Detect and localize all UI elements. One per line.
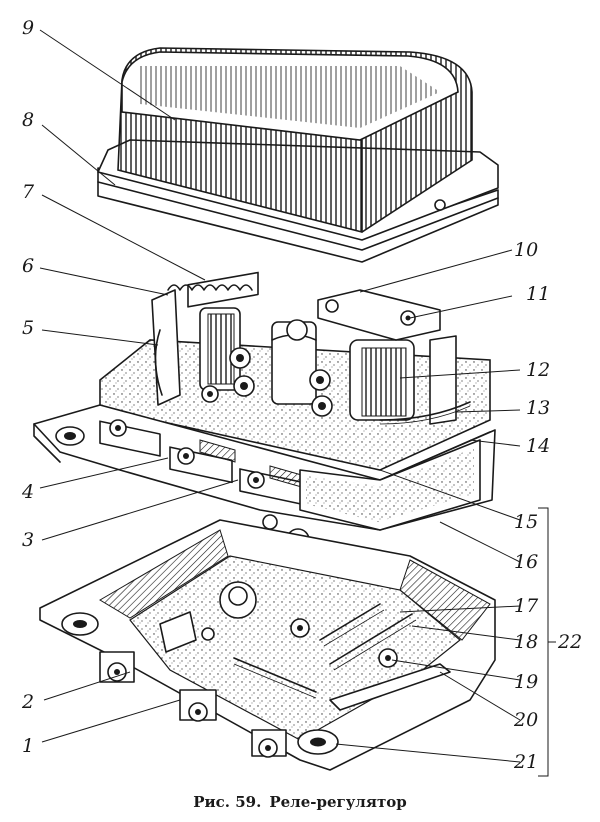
callout-22: 22 — [557, 631, 582, 653]
figure-label: Рис. 59. — [193, 793, 262, 811]
callout-14: 14 — [526, 435, 550, 457]
callout-4: 4 — [21, 481, 34, 503]
callout-8: 8 — [22, 109, 34, 131]
callout-17: 17 — [514, 595, 539, 617]
figure-caption: Рис. 59. Реле-регулятор — [0, 793, 600, 811]
callout-12: 12 — [526, 359, 550, 381]
relay-coil-2 — [271, 319, 317, 405]
callout-labels: 1 2 3 4 5 6 7 8 9 10 11 12 13 14 15 16 1… — [21, 17, 582, 773]
callout-1: 1 — [22, 735, 34, 757]
callout-21: 21 — [513, 751, 538, 773]
relay-coil-1 — [187, 271, 259, 391]
callout-3: 3 — [22, 529, 34, 551]
leader-lines — [39, 29, 556, 777]
terminal-strip — [99, 419, 306, 506]
base-housing — [39, 519, 496, 771]
base-terminals — [99, 651, 287, 758]
resistor-rod-2 — [329, 613, 413, 665]
callout-18: 18 — [514, 631, 538, 653]
group-bracket — [538, 507, 549, 777]
callout-11: 11 — [526, 283, 550, 305]
callout-9: 9 — [22, 17, 34, 39]
callout-6: 6 — [22, 255, 34, 277]
adjusting-arc — [379, 401, 471, 421]
callout-10: 10 — [514, 239, 538, 261]
resistor-rod-1 — [319, 603, 381, 641]
cover-assembly — [97, 47, 499, 263]
figure-title: Реле-регулятор — [269, 793, 407, 811]
relay-coil-3 — [317, 289, 457, 425]
callout-7: 7 — [22, 181, 35, 203]
callout-2: 2 — [21, 691, 34, 713]
callout-19: 19 — [514, 671, 538, 693]
armature — [317, 289, 441, 341]
resistor-rod-3 — [233, 657, 317, 693]
relay-mechanism — [33, 271, 496, 552]
callout-16: 16 — [514, 551, 538, 573]
callout-20: 20 — [513, 709, 538, 731]
callout-13: 13 — [526, 397, 550, 419]
callout-5: 5 — [22, 317, 34, 339]
spring — [167, 284, 253, 291]
callout-15: 15 — [514, 511, 538, 533]
contact-screws — [201, 347, 333, 417]
